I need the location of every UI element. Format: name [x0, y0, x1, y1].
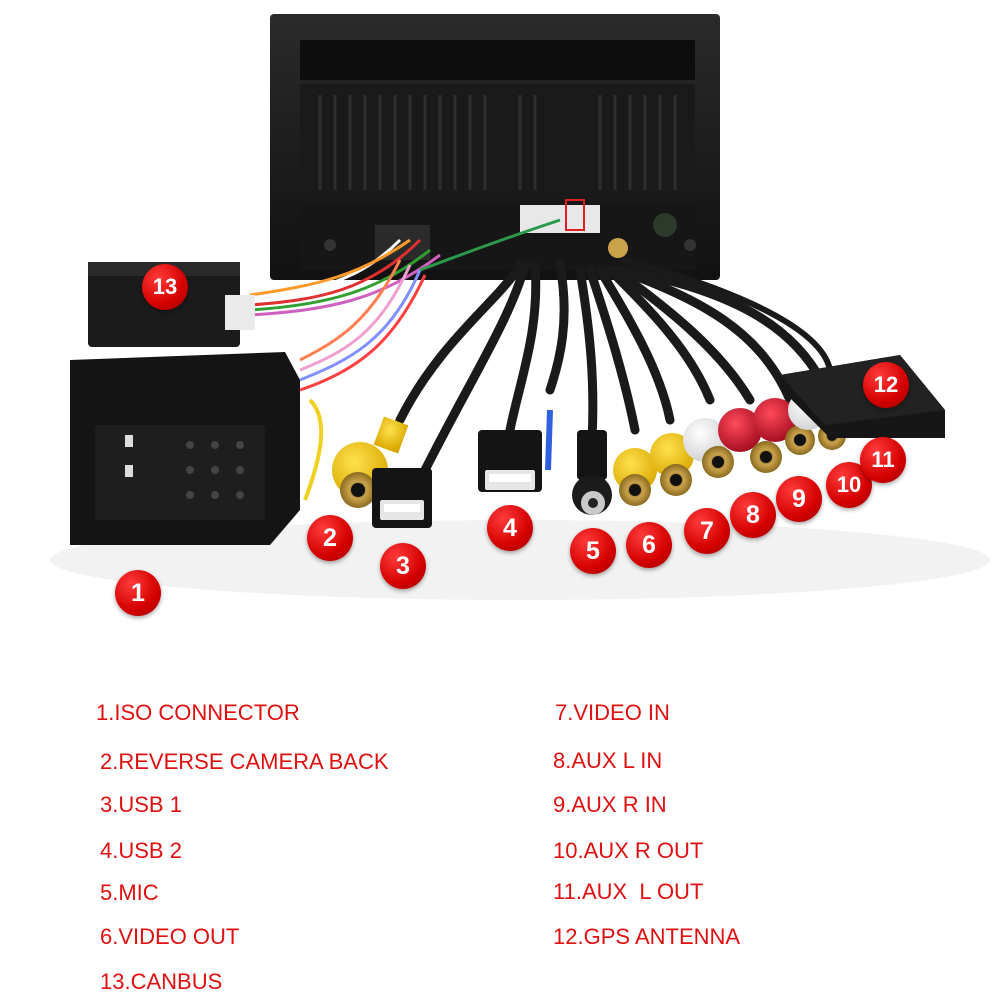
legend-iso-connector: 1.ISO CONNECTOR	[96, 700, 300, 725]
mic-jack	[572, 430, 612, 515]
legend-video-out: 6.VIDEO OUT	[100, 924, 240, 949]
badge-1: 1	[115, 570, 161, 616]
head-unit	[270, 14, 720, 280]
legend-gps-antenna: 12.GPS ANTENNA	[553, 924, 741, 949]
badge-9: 9	[776, 476, 822, 522]
legend-aux-r-in: 9.AUX R IN	[553, 792, 667, 817]
legend-reverse-camera: 2.REVERSE CAMERA BACK	[100, 749, 389, 774]
badge-10: 10	[826, 462, 872, 508]
legend-aux-l-out: 11.AUX L OUT	[553, 879, 704, 904]
rca-aux-in	[718, 398, 815, 473]
badge-4: 4	[487, 505, 533, 551]
badge-2: 2	[307, 515, 353, 561]
badge-13: 13	[142, 264, 188, 310]
badge-5: 5	[570, 528, 616, 574]
usb-1	[372, 468, 432, 528]
badge-6: 6	[626, 522, 672, 568]
badge-11: 11	[860, 437, 906, 483]
legend-canbus: 13.CANBUS	[100, 969, 223, 994]
legend-mic: 5.MIC	[100, 880, 159, 905]
usb-2	[478, 430, 542, 492]
iso-connector	[70, 352, 300, 545]
legend-video-in: 7.VIDEO IN	[555, 700, 670, 725]
legend-aux-r-out: 10.AUX R OUT	[553, 838, 704, 863]
legend-aux-l-in: 8.AUX L IN	[553, 748, 663, 773]
rca-video-in	[683, 418, 734, 478]
legend-usb-1: 3.USB 1	[100, 792, 182, 817]
badge-8: 8	[730, 492, 776, 538]
badge-12: 12	[863, 362, 909, 408]
badge-7: 7	[684, 508, 730, 554]
wire-harness	[249, 218, 561, 501]
legend-usb-2: 4.USB 2	[100, 838, 182, 863]
rca-video-out	[613, 433, 694, 506]
product-photo	[50, 14, 990, 600]
badge-3: 3	[380, 543, 426, 589]
